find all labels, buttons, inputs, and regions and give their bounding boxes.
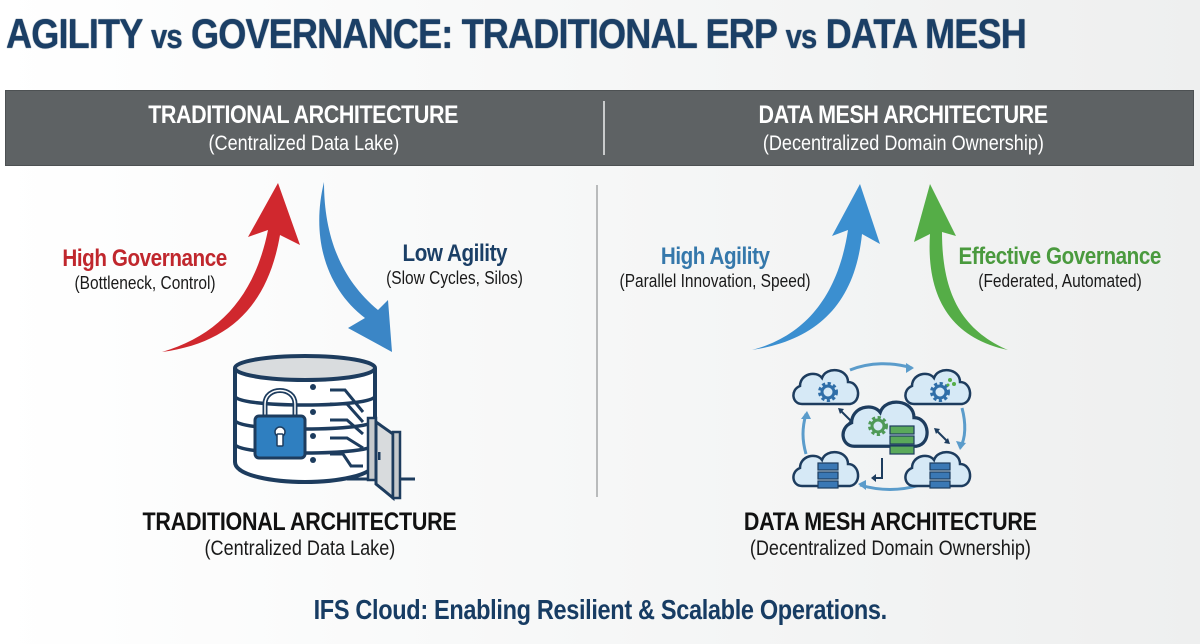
header-data-mesh-title: DATA MESH ARCHITECTURE <box>758 101 1049 129</box>
blue-up-arrow-icon <box>752 184 880 350</box>
high-governance-detail: (Bottleneck, Control) <box>74 273 216 293</box>
effective-governance-title: Effective Governance <box>958 243 1162 270</box>
effective-governance-label: Effective Governance (Federated, Automat… <box>940 243 1180 292</box>
locked-database-icon <box>233 354 415 502</box>
red-up-arrow-icon <box>162 183 300 352</box>
high-governance-label: High Governance (Bottleneck, Control) <box>40 245 250 294</box>
high-agility-title: High Agility <box>660 243 770 270</box>
data-mesh-footer-title: DATA MESH ARCHITECTURE <box>743 508 1037 536</box>
traditional-footer: TRADITIONAL ARCHITECTURE (Centralized Da… <box>100 508 500 561</box>
title-governance-erp: GOVERNANCE: TRADITIONAL ERP <box>190 10 777 57</box>
high-governance-title: High Governance <box>62 245 228 272</box>
header-data-mesh: DATA MESH ARCHITECTURE (Decentralized Do… <box>606 101 1200 156</box>
header-traditional-title: TRADITIONAL ARCHITECTURE <box>148 101 459 129</box>
header-divider <box>603 101 605 155</box>
cloud-mesh-network-icon <box>792 362 972 491</box>
effective-governance-detail: (Federated, Automated) <box>978 271 1142 291</box>
green-up-arrow-icon <box>914 184 1008 350</box>
tagline: IFS Cloud: Enabling Resilient & Scalable… <box>0 594 1200 626</box>
title-agility: AGILITY <box>6 10 143 57</box>
title-vs: vs <box>150 18 183 56</box>
header-traditional: TRADITIONAL ARCHITECTURE (Centralized Da… <box>6 101 601 156</box>
title-vs: vs <box>785 18 818 56</box>
center-divider <box>596 185 598 497</box>
header-data-mesh-subtitle: (Decentralized Domain Ownership) <box>762 132 1045 155</box>
low-agility-title: Low Agility <box>402 240 508 267</box>
traditional-footer-subtitle: (Centralized Data Lake) <box>204 537 396 560</box>
blue-down-arrow-icon <box>319 182 392 352</box>
high-agility-detail: (Parallel Innovation, Speed) <box>619 271 811 291</box>
high-agility-label: High Agility (Parallel Innovation, Speed… <box>600 243 830 292</box>
tagline-text: IFS Cloud: Enabling Resilient & Scalable… <box>313 594 887 625</box>
page-title: AGILITY vs GOVERNANCE: TRADITIONAL ERP v… <box>6 10 1029 58</box>
data-mesh-footer: DATA MESH ARCHITECTURE (Decentralized Do… <box>690 508 1090 561</box>
title-data-mesh: DATA MESH <box>825 10 1027 57</box>
low-agility-label: Low Agility (Slow Cycles, Silos) <box>350 240 560 289</box>
data-mesh-footer-subtitle: (Decentralized Domain Ownership) <box>749 537 1031 560</box>
header-bar: TRADITIONAL ARCHITECTURE (Centralized Da… <box>5 90 1194 166</box>
header-traditional-subtitle: (Centralized Data Lake) <box>208 132 399 155</box>
traditional-footer-title: TRADITIONAL ARCHITECTURE <box>143 508 457 536</box>
low-agility-detail: (Slow Cycles, Silos) <box>386 268 524 288</box>
